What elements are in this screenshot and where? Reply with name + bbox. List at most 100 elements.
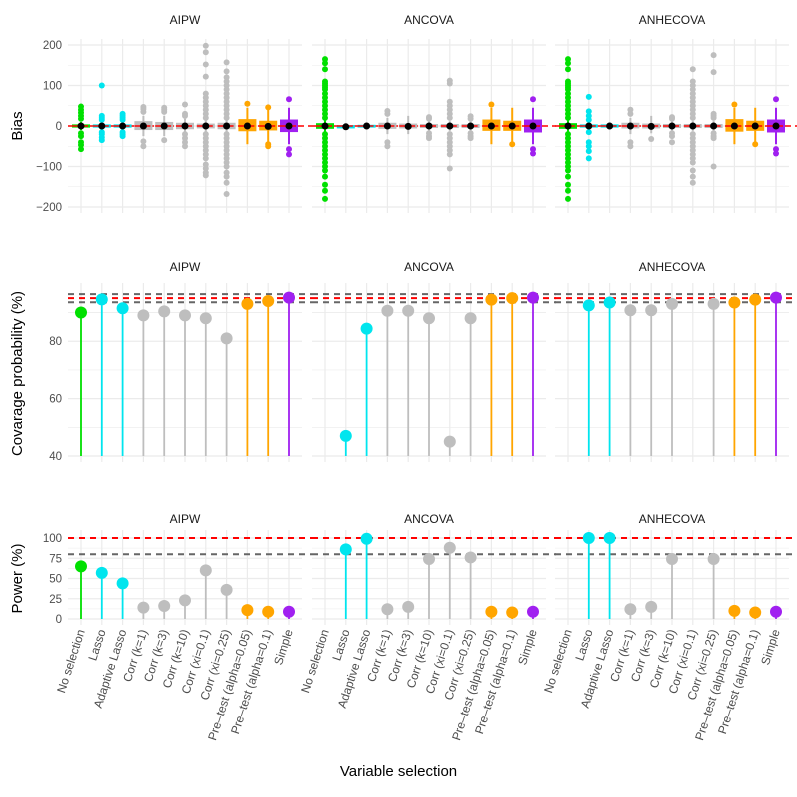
lollipop-point <box>116 577 129 590</box>
outlier-point <box>322 195 328 202</box>
outlier-point <box>689 114 696 121</box>
mean-point <box>446 122 454 130</box>
y-tick-label: −100 <box>36 162 62 174</box>
lollipop-point <box>728 296 741 309</box>
mean-point <box>425 122 433 130</box>
lollipop-point <box>666 297 678 310</box>
outlier-point <box>509 141 516 148</box>
mean-point <box>710 122 718 130</box>
lollipop-point <box>283 291 295 304</box>
outlier-point <box>202 42 209 49</box>
lollipop-point <box>137 309 150 322</box>
outlier-point <box>530 146 536 153</box>
lollipop-point <box>402 600 415 613</box>
outlier-point <box>223 173 230 180</box>
panel-bias-ancova: ANCOVA <box>312 13 556 213</box>
outlier-point <box>467 135 474 142</box>
facet-title: AIPW <box>170 13 201 27</box>
outlier-point <box>669 133 675 140</box>
outlier-point <box>689 173 696 180</box>
outlier-point <box>78 133 84 140</box>
mean-point <box>383 122 391 130</box>
outlier-point <box>565 114 571 121</box>
lollipop-point <box>95 293 108 306</box>
outlier-point <box>488 101 495 108</box>
lollipop-point <box>339 543 352 556</box>
lollipop-point <box>582 532 595 544</box>
mean-point <box>467 122 475 130</box>
mean-point <box>139 122 147 130</box>
outlier-point <box>98 82 105 89</box>
lollipop-point <box>199 312 212 325</box>
mean-point <box>342 123 350 131</box>
lollipop-point <box>624 304 637 317</box>
lollipop-point <box>506 292 519 305</box>
outlier-point <box>565 167 571 174</box>
outlier-point <box>202 49 209 56</box>
outlier-point <box>710 69 717 76</box>
lollipop-point <box>749 606 762 619</box>
y-tick-label: 200 <box>43 40 62 52</box>
lollipop-point <box>506 606 519 619</box>
outlier-point <box>585 116 592 123</box>
outlier-point <box>585 148 592 155</box>
lollipop-point <box>75 560 87 573</box>
x-tick-label: Lasso <box>572 627 595 662</box>
outlier-point <box>202 73 209 80</box>
outlier-point <box>244 100 251 107</box>
y-tick-label: 100 <box>43 81 62 93</box>
outlier-point <box>78 115 84 122</box>
outlier-point <box>669 115 675 122</box>
lollipop-point <box>423 553 435 566</box>
lollipop-point <box>770 291 782 304</box>
outlier-point <box>627 110 634 117</box>
lollipop-point <box>241 297 254 310</box>
mean-point <box>223 122 231 130</box>
lollipop-point <box>220 583 233 596</box>
lollipop-point <box>75 306 87 319</box>
mean-point <box>119 122 127 130</box>
outlier-point <box>384 143 391 150</box>
lollipop-point <box>158 600 171 613</box>
lollipop-point <box>749 293 762 306</box>
outlier-point <box>223 68 230 75</box>
outlier-point <box>710 135 717 142</box>
x-axis-title: Variable selection <box>339 763 458 780</box>
outlier-point <box>286 96 292 103</box>
outlier-point <box>446 114 453 121</box>
y-tick-label: 100 <box>43 533 62 545</box>
outlier-point <box>265 104 272 111</box>
outlier-point <box>322 66 328 73</box>
y-tick-label: 40 <box>49 451 62 463</box>
outlier-point <box>446 151 453 158</box>
facet-title: ANCOVA <box>404 512 454 526</box>
lollipop-point <box>179 594 191 607</box>
mean-point <box>606 122 614 130</box>
lollipop-point <box>95 566 108 579</box>
outlier-point <box>119 116 126 123</box>
x-tick-label: No selection <box>54 628 88 695</box>
y-tick-label: 60 <box>49 394 62 406</box>
mean-point <box>508 122 516 130</box>
outlier-point <box>161 108 168 115</box>
outlier-point <box>98 137 105 144</box>
lollipop-point <box>464 551 477 564</box>
outlier-point <box>710 163 717 170</box>
outlier-point <box>669 139 675 146</box>
lollipop-point <box>360 322 373 335</box>
lollipop-point <box>241 604 254 617</box>
outlier-point <box>689 66 696 73</box>
outlier-point <box>689 167 696 174</box>
lollipop-point <box>666 553 678 566</box>
outlier-point <box>426 115 432 122</box>
outlier-point <box>710 114 717 121</box>
outlier-point <box>648 135 655 142</box>
outlier-point <box>202 155 209 162</box>
mean-point <box>647 122 655 130</box>
lollipop-point <box>770 605 782 618</box>
lollipop-point <box>179 309 191 322</box>
y-tick-label: 0 <box>56 614 62 626</box>
facet-title: ANHECOVA <box>639 512 705 526</box>
mean-point <box>181 122 189 130</box>
